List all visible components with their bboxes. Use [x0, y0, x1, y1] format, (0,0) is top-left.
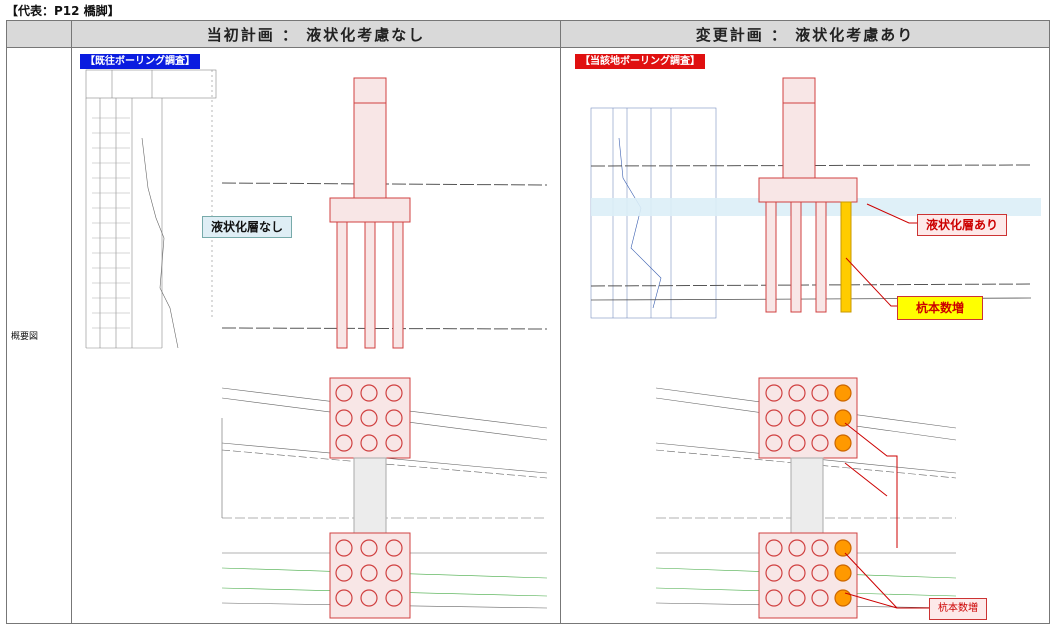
added-pile-mark	[834, 564, 852, 582]
pile-mark	[765, 564, 783, 582]
original-plan-drawing	[85, 69, 548, 619]
header-revised-plan: 変更計画 ： 液状化考慮あり	[560, 20, 1050, 48]
pile-mark	[811, 434, 829, 452]
pile-increase-callout-top: 杭本数増	[897, 296, 984, 320]
pile-increase-callout-bottom: 杭本数増	[929, 598, 987, 620]
pile-mark	[788, 564, 806, 582]
added-pile-mark	[834, 409, 852, 427]
pile-mark	[811, 589, 829, 607]
pile-mark	[811, 409, 829, 427]
pile-mark	[765, 409, 783, 427]
pile-mark	[360, 539, 378, 557]
site-boring-tag: 【当該地ボーリング調査】	[575, 54, 705, 69]
comparison-table: 当初計画 ： 液状化考慮なし 変更計画 ： 液状化考慮あり 概要図	[6, 20, 1050, 624]
pile-mark	[335, 434, 353, 452]
revised-plan-drawing	[590, 77, 1041, 619]
pile-mark	[385, 589, 403, 607]
pile-mark	[385, 409, 403, 427]
pier-column	[329, 77, 411, 349]
pile-mark	[811, 539, 829, 557]
original-plan-panel: 【既往ボーリング調査】 液状化層なし	[71, 47, 561, 624]
leader-lines	[844, 203, 929, 609]
pile-mark	[788, 434, 806, 452]
pile-mark	[335, 539, 353, 557]
pile-mark	[788, 409, 806, 427]
pile-cap-top	[329, 377, 411, 619]
pier-column	[758, 77, 858, 313]
pile-mark	[360, 589, 378, 607]
added-pile-mark	[834, 434, 852, 452]
corner-cell	[6, 20, 72, 48]
pile-mark	[788, 589, 806, 607]
pile-mark	[765, 589, 783, 607]
pile-mark	[811, 384, 829, 402]
pile-mark	[765, 539, 783, 557]
boring-log	[85, 69, 217, 349]
pile-mark	[335, 384, 353, 402]
pile-mark	[385, 539, 403, 557]
pile-mark	[385, 564, 403, 582]
pile-mark	[811, 564, 829, 582]
pile-mark	[335, 409, 353, 427]
revised-plan-panel: 【当該地ボーリング調査】 液状化層あり 杭本数増 杭本数増	[560, 47, 1050, 624]
added-pile-mark	[834, 384, 852, 402]
existing-boring-tag: 【既往ボーリング調査】	[80, 54, 200, 69]
pile-mark	[385, 384, 403, 402]
pile-mark	[788, 539, 806, 557]
pile-mark	[360, 384, 378, 402]
pile-mark	[765, 384, 783, 402]
document-title: 【代表：P12 橋脚】	[6, 4, 120, 18]
added-pile-mark	[834, 539, 852, 557]
pile-mark	[360, 564, 378, 582]
header-original-plan: 当初計画 ： 液状化考慮なし	[71, 20, 561, 48]
pile-mark	[360, 409, 378, 427]
pile-mark	[360, 434, 378, 452]
row-label: 概要図	[6, 47, 72, 624]
pile-mark	[335, 589, 353, 607]
added-pile-mark	[834, 589, 852, 607]
liquefaction-present-callout: 液状化層あり	[917, 214, 1008, 236]
no-liquefaction-callout: 液状化層なし	[202, 216, 293, 238]
pile-mark	[788, 384, 806, 402]
pile-mark	[335, 564, 353, 582]
pile-mark	[385, 434, 403, 452]
pile-mark	[765, 434, 783, 452]
